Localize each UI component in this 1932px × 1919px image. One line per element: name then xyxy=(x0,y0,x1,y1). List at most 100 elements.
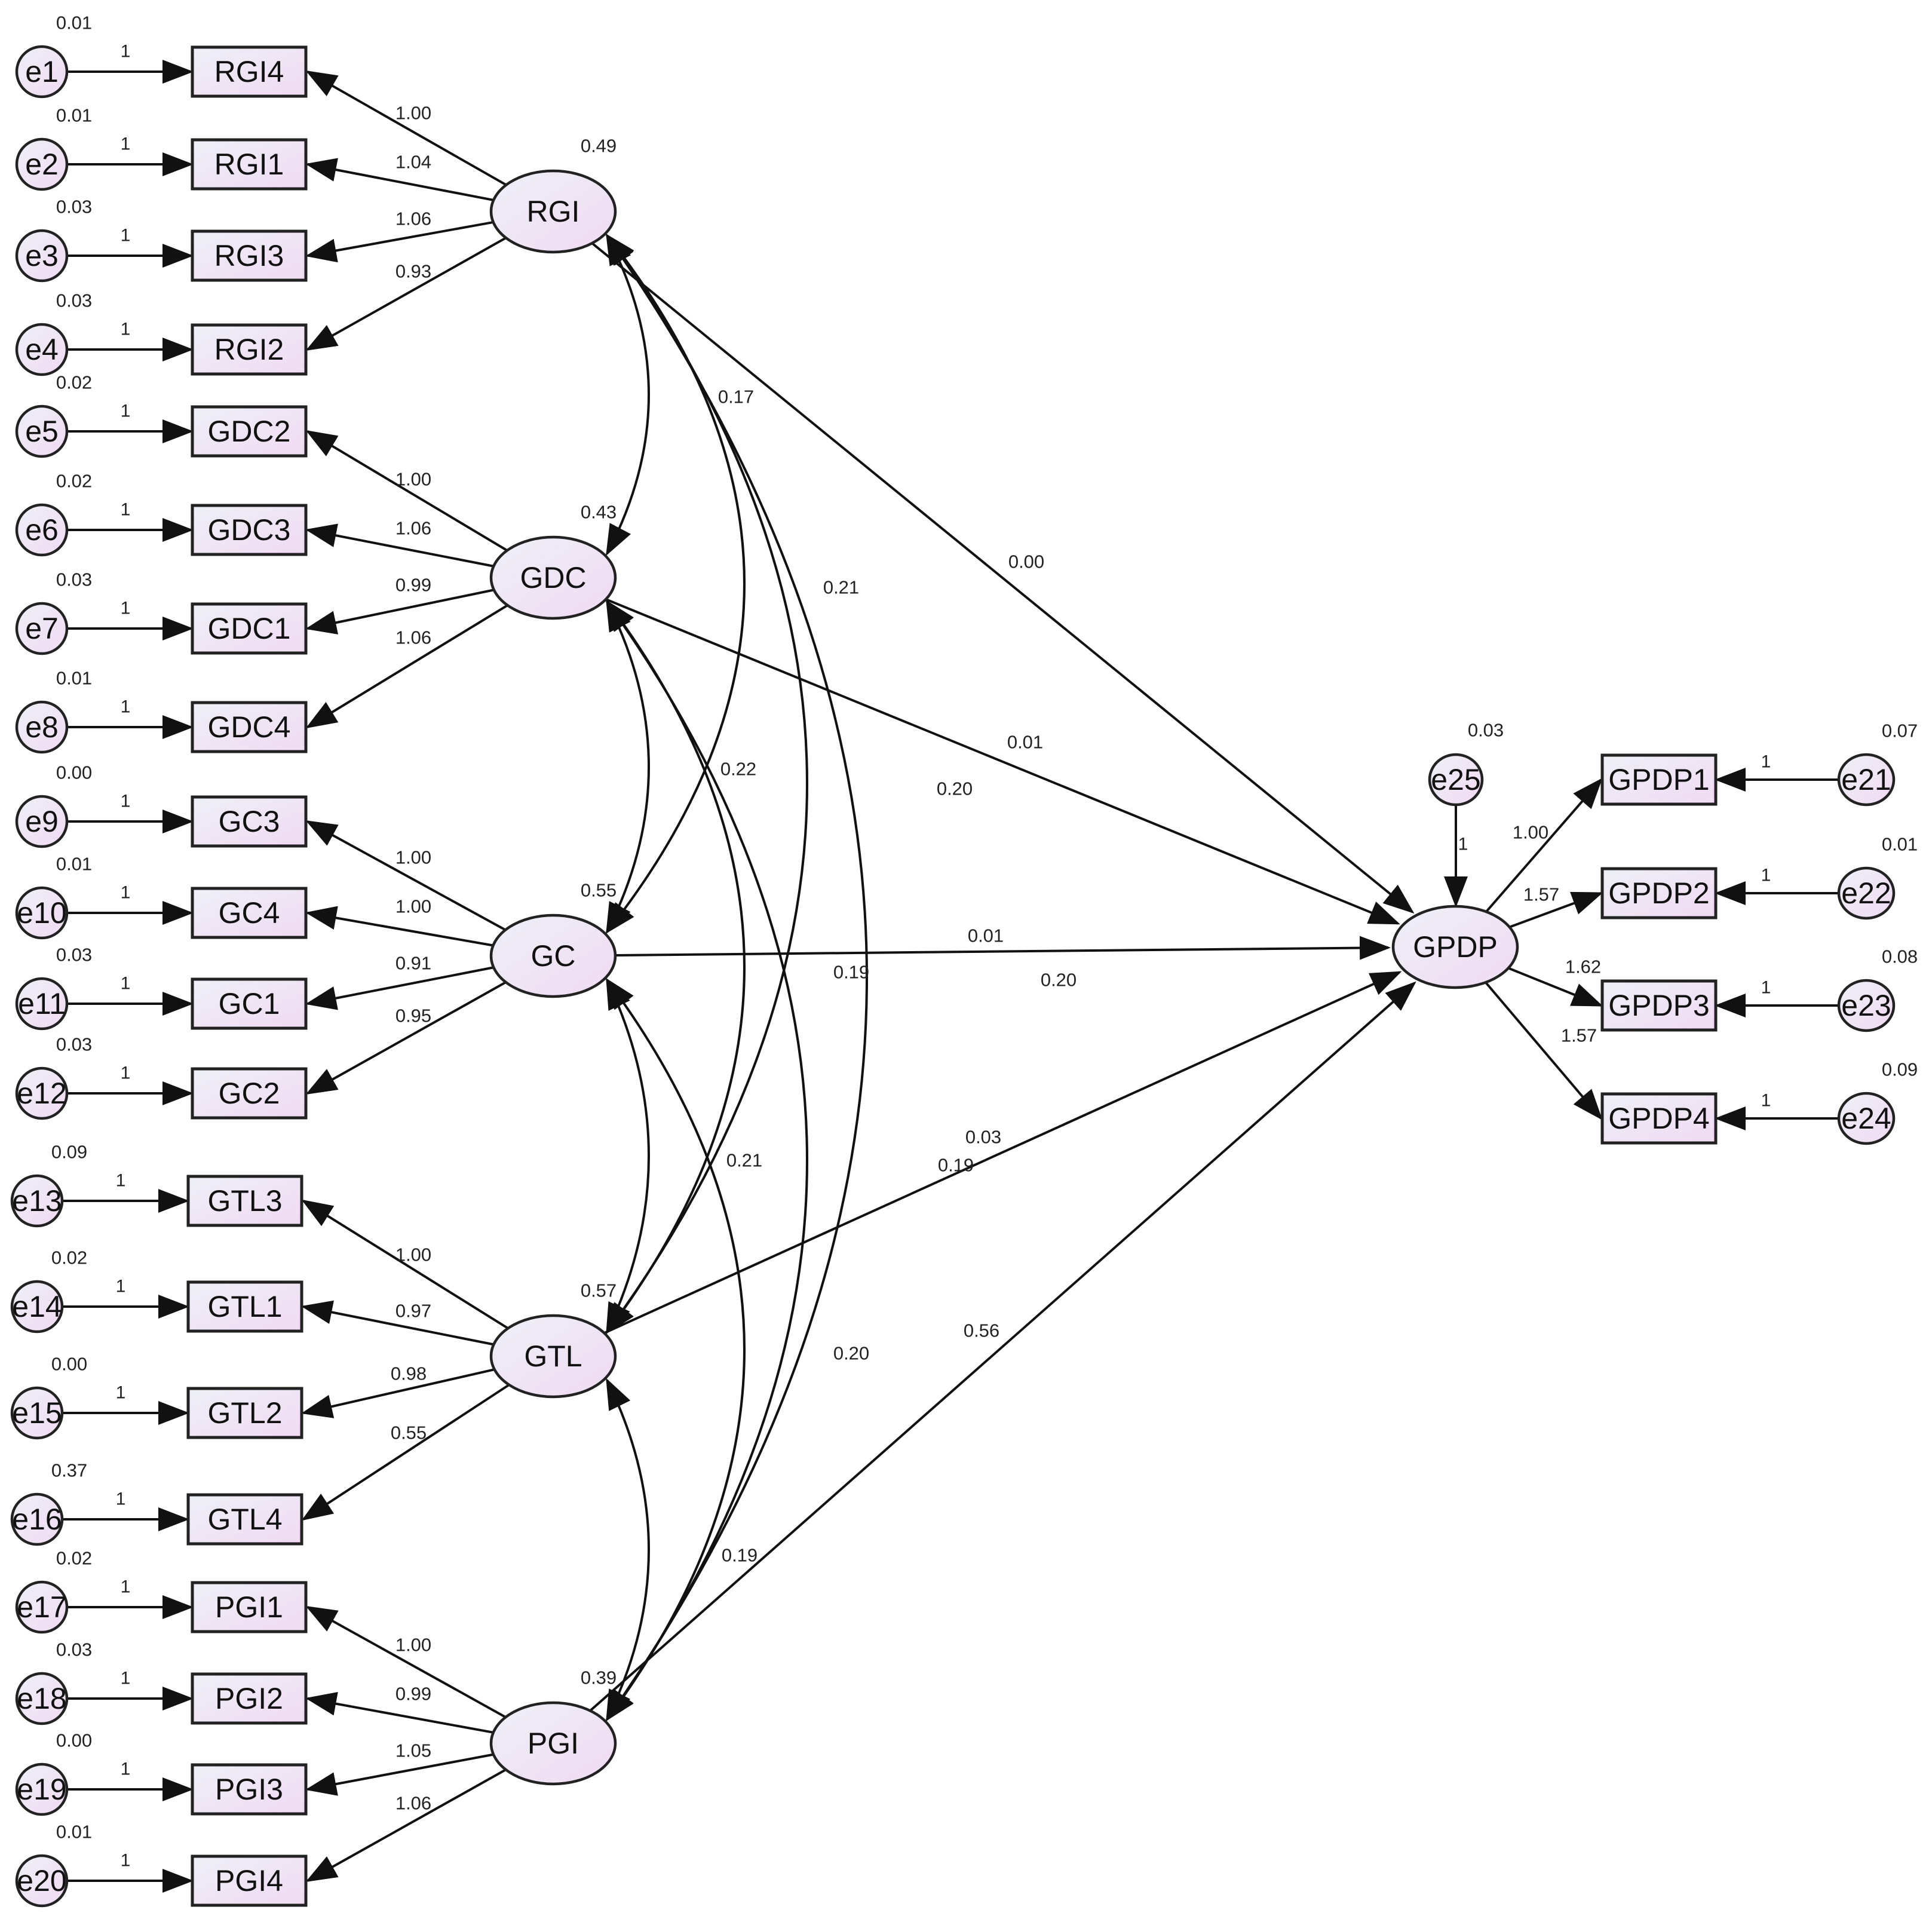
regression-path-gc-gpdp xyxy=(615,936,1391,960)
error-path-weight-e17: 1 xyxy=(121,1577,131,1597)
loading-estimate-gpdp2: 1.57 xyxy=(1523,884,1559,905)
indicator-box-gc2 xyxy=(191,1067,308,1120)
loading-path-pgi3 xyxy=(305,1753,494,1796)
latent-label-rgi: RGI xyxy=(527,195,580,228)
loading-estimate-gc3: 1.00 xyxy=(395,847,431,868)
error-circle-e1 xyxy=(15,45,69,99)
indicator-label-rgi1: RGI1 xyxy=(214,148,284,181)
nodes-layer xyxy=(10,45,1896,1908)
error-variance-e16: 0.37 xyxy=(51,1460,87,1481)
error-label-e16: e16 xyxy=(12,1503,62,1536)
indicator-label-gpdp1: GPDP1 xyxy=(1608,763,1710,796)
loading-path-rgi2 xyxy=(305,237,507,351)
error-label-e22: e22 xyxy=(1841,876,1891,910)
latent-ellipse-pgi xyxy=(489,1701,617,1786)
regression-estimate-gc-gpdp: 0.01 xyxy=(968,925,1004,946)
covariance-estimate-rgi-gtl: 0.20 xyxy=(937,778,973,799)
loading-path-pgi4 xyxy=(305,1768,507,1882)
error-path-weight-e7: 1 xyxy=(121,599,131,618)
error-circle-e14 xyxy=(10,1280,64,1334)
loading-estimate-gdc2: 1.00 xyxy=(395,469,431,490)
error-label-e1: e1 xyxy=(25,55,59,88)
error-label-e25: e25 xyxy=(1431,763,1480,796)
latent-variance-gtl: 0.57 xyxy=(581,1280,617,1301)
error-circle-e11 xyxy=(15,977,69,1031)
error-label-e11: e11 xyxy=(18,987,66,1020)
error-path-weight-e24: 1 xyxy=(1761,1091,1771,1111)
loading-estimate-pgi4: 1.06 xyxy=(395,1793,431,1814)
error-circle-e4 xyxy=(15,323,69,376)
regression-estimate-gtl-gpdp: 0.03 xyxy=(965,1127,1001,1148)
latent-label-gdc: GDC xyxy=(520,561,586,594)
error-circle-e24 xyxy=(1837,1092,1896,1145)
indicator-label-gc1: GC1 xyxy=(219,987,280,1020)
loading-path-gtl2 xyxy=(301,1368,495,1418)
indicator-label-rgi2: RGI2 xyxy=(214,333,284,366)
error-label-e9: e9 xyxy=(25,805,59,838)
loading-path-gtl4 xyxy=(301,1384,510,1521)
error-path-weight-e22: 1 xyxy=(1761,866,1771,885)
error-circle-e22 xyxy=(1837,866,1896,920)
regression-path-pgi-gpdp xyxy=(589,981,1416,1712)
indicator-label-gc4: GC4 xyxy=(219,896,280,930)
indicator-box-gpdp2 xyxy=(1600,867,1718,919)
loading-path-gdc3 xyxy=(305,523,494,568)
loading-path-gpdp4 xyxy=(1485,982,1603,1121)
loading-estimate-rgi3: 1.06 xyxy=(395,209,431,229)
error-variance-e5: 0.02 xyxy=(56,372,92,393)
error-path-weight-e9: 1 xyxy=(121,792,131,811)
loading-path-gdc1 xyxy=(305,588,495,634)
indicator-box-gtl3 xyxy=(186,1175,303,1227)
regression-path-gdc-gpdp xyxy=(605,598,1400,925)
loading-path-gdc2 xyxy=(305,430,508,552)
error-label-e10: e10 xyxy=(17,896,66,930)
covariance-estimate-gdc-gc: 0.22 xyxy=(720,759,756,780)
covariance-estimate-rgi-pgi: 0.20 xyxy=(1041,970,1077,991)
loading-path-rgi1 xyxy=(305,158,494,201)
error-path-weight-e6: 1 xyxy=(121,500,131,520)
error-path-weight-e12: 1 xyxy=(121,1063,131,1083)
indicator-label-gpdp2: GPDP2 xyxy=(1608,876,1710,910)
error-circle-e18 xyxy=(15,1672,69,1725)
indicator-box-gdc1 xyxy=(191,602,308,655)
loading-estimate-rgi4: 1.00 xyxy=(395,103,431,124)
indicator-label-gdc1: GDC1 xyxy=(208,612,291,645)
indicator-label-gtl3: GTL3 xyxy=(207,1184,282,1218)
error-circle-e6 xyxy=(15,503,69,557)
error-variance-e18: 0.03 xyxy=(56,1639,92,1660)
loading-path-rgi3 xyxy=(305,220,494,263)
indicator-box-gtl1 xyxy=(186,1280,303,1333)
error-variance-e8: 0.01 xyxy=(56,668,92,689)
indicator-label-pgi3: PGI3 xyxy=(215,1773,283,1806)
loading-estimate-gtl4: 0.55 xyxy=(391,1423,427,1443)
error-circle-e13 xyxy=(10,1174,64,1228)
error-path-weight-e8: 1 xyxy=(121,697,131,717)
error-path-weight-e19: 1 xyxy=(121,1759,131,1779)
covariance-estimate-rgi-gdc: 0.17 xyxy=(718,387,754,407)
error-circle-e7 xyxy=(15,602,69,655)
error-variance-e3: 0.03 xyxy=(56,197,92,217)
error-variance-e1: 0.01 xyxy=(56,13,92,33)
covariance-estimate-gdc-pgi: 0.19 xyxy=(938,1155,974,1176)
error-variance-e22: 0.01 xyxy=(1882,834,1918,855)
indicator-box-gdc3 xyxy=(191,504,308,556)
indicator-label-gdc2: GDC2 xyxy=(208,415,291,448)
error-variance-e7: 0.03 xyxy=(56,569,92,590)
covariance-estimate-gdc-gtl: 0.19 xyxy=(833,962,869,983)
loading-estimate-gpdp1: 1.00 xyxy=(1513,822,1548,843)
regression-estimate-pgi-gpdp: 0.56 xyxy=(964,1320,999,1341)
loading-estimate-pgi2: 0.99 xyxy=(395,1684,431,1705)
indicator-box-rgi3 xyxy=(191,229,308,282)
error-label-e21: e21 xyxy=(1841,763,1891,796)
error-label-e12: e12 xyxy=(17,1077,66,1110)
latent-ellipse-gdc xyxy=(489,535,617,620)
regression-path-gtl-gpdp xyxy=(603,971,1402,1335)
error-variance-e24: 0.09 xyxy=(1882,1059,1918,1080)
covariance-arc-gdc-pgi xyxy=(605,599,808,1722)
indicator-label-gc3: GC3 xyxy=(219,805,280,838)
error-path-weight-e10: 1 xyxy=(121,883,131,903)
loading-path-gpdp1 xyxy=(1485,777,1603,913)
latent-label-gtl: GTL xyxy=(524,1339,582,1373)
error-label-e7: e7 xyxy=(25,612,59,645)
error-circle-e5 xyxy=(15,404,69,458)
